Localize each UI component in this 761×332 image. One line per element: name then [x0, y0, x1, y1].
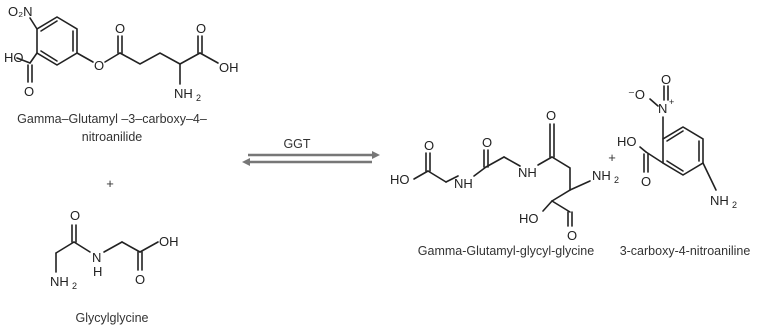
glutamyl-chain: [119, 52, 181, 65]
nitro-group-label: O₂N: [8, 4, 33, 19]
p1-alpha-oh-bond: [542, 200, 553, 212]
product2-structure: N + ⁻O O HO O NH 2 3-carboxy-4-nitroanil…: [617, 72, 750, 258]
glygly-oh-bond: [139, 241, 159, 253]
p1-alpha-cooh-o-label: O: [567, 228, 577, 243]
p1-glutamyl-chain: [551, 156, 571, 202]
reactant1-structure: O₂N HO O O O O OH NH 2 Gamma–Glutamyl –3…: [4, 4, 239, 144]
p1-cooh-bond: [413, 170, 429, 180]
p1-nh1-label: NH: [454, 176, 473, 191]
reactant1-name-line1: Gamma–Glutamyl –3–carboxy–4–: [17, 112, 207, 126]
glygly-oh-label: OH: [159, 234, 179, 249]
p2-nitro-plus: +: [669, 97, 674, 107]
ring-double-bond: [40, 50, 58, 62]
enzyme-label: GGT: [283, 137, 310, 151]
carboxyl-oh-bond: [16, 57, 31, 64]
p1-alpha-amine-label: NH: [592, 168, 611, 183]
p1-gamma-carbonyl-o-label: O: [546, 108, 556, 123]
equilibrium-arrow: GGT: [242, 137, 380, 166]
forward-arrow-head: [372, 151, 380, 159]
p1-ho-label: HO: [390, 172, 410, 187]
p2-ring-double-bond: [666, 160, 684, 172]
p2-nitro-n-label: N: [658, 101, 667, 116]
p2-amine-label: NH: [710, 193, 729, 208]
amino-label: NH: [174, 86, 193, 101]
plus-sign-reactants: +: [106, 176, 114, 191]
p2-carboxyl-oh-bond: [639, 146, 647, 153]
p2-ring-double-bond: [666, 130, 684, 142]
p2-amine-bond: [702, 162, 717, 191]
p2-carboxyl-o-label: O: [641, 174, 651, 189]
amino-subscript: 2: [196, 93, 201, 103]
glygly-n-label: N: [92, 250, 101, 265]
product1-structure: HO O NH O NH O NH 2 O HO Gamma-Glutamyl-…: [390, 108, 619, 258]
p2-amine-subscript: 2: [732, 200, 737, 210]
glygly-cooh-o-label: O: [135, 272, 145, 287]
p1-gamma-amide-bond: [537, 156, 553, 166]
ester-o-label: O: [94, 58, 104, 73]
p1-nh2-bond: [503, 156, 521, 167]
alpha-carboxyl-bond: [179, 52, 201, 65]
glygly-carbonyl-o-label: O: [70, 208, 80, 223]
reactant2-structure: O NH 2 N H OH O Glycylglycine: [50, 208, 179, 325]
reactant1-name-line2: nitroanilide: [82, 130, 143, 144]
p1-amide-o-label: O: [482, 135, 492, 150]
alpha-carbonyl-o-label: O: [196, 21, 206, 36]
ester-bond: [104, 52, 121, 63]
nitro-bond: [29, 17, 38, 30]
p1-alpha-oh-label: HO: [519, 211, 539, 226]
p2-nitro-o-bond: [649, 98, 659, 107]
glygly-ch2-bond: [55, 241, 75, 254]
p1-nh2-label: NH: [518, 165, 537, 180]
ester-bond: [76, 52, 94, 63]
p1-ch2-bond: [427, 170, 447, 183]
product1-name: Gamma-Glutamyl-glycyl-glycine: [418, 244, 594, 258]
glygly-peptide-bond: [73, 241, 91, 253]
p1-alpha-amine-bond: [569, 180, 591, 191]
glygly-carboxyl-bond: [121, 241, 141, 253]
p1-ch2-bond-2: [485, 156, 505, 168]
carbonyl-o-label: O: [115, 21, 125, 36]
reactant2-name: Glycylglycine: [76, 311, 149, 325]
product2-name: 3-carboxy-4-nitroaniline: [620, 244, 751, 258]
p2-benzene-ring: [662, 126, 704, 176]
p2-carboxyl-ho-label: HO: [617, 134, 637, 149]
plus-sign-products: +: [608, 150, 616, 165]
glygly-amine-subscript: 2: [72, 281, 77, 291]
carboxyl-ho-label: HO: [4, 50, 24, 65]
reverse-arrow-head: [242, 158, 250, 166]
p1-alpha-cooh-bond: [551, 200, 571, 213]
p2-carboxyl-bond: [645, 151, 664, 164]
ring-double-bond: [40, 20, 58, 32]
glygly-h-label: H: [93, 264, 102, 279]
alpha-oh-bond: [199, 52, 219, 64]
alpha-oh-label: OH: [219, 60, 239, 75]
p1-alpha-amine-subscript: 2: [614, 175, 619, 185]
p2-nitro-ominus-label: ⁻O: [628, 87, 645, 102]
p1-cooh-o-label: O: [424, 138, 434, 153]
p1-nh-bond: [445, 175, 459, 183]
carboxyl-bond: [29, 52, 38, 64]
p1-amide-bond: [473, 166, 487, 177]
glygly-amine-label: NH: [50, 274, 69, 289]
carboxyl-o-label: O: [24, 84, 34, 99]
p2-nitro-o-label: O: [661, 72, 671, 87]
reactant1-benzene-ring: [36, 16, 78, 66]
glygly-ch2-bond-2: [103, 241, 123, 253]
